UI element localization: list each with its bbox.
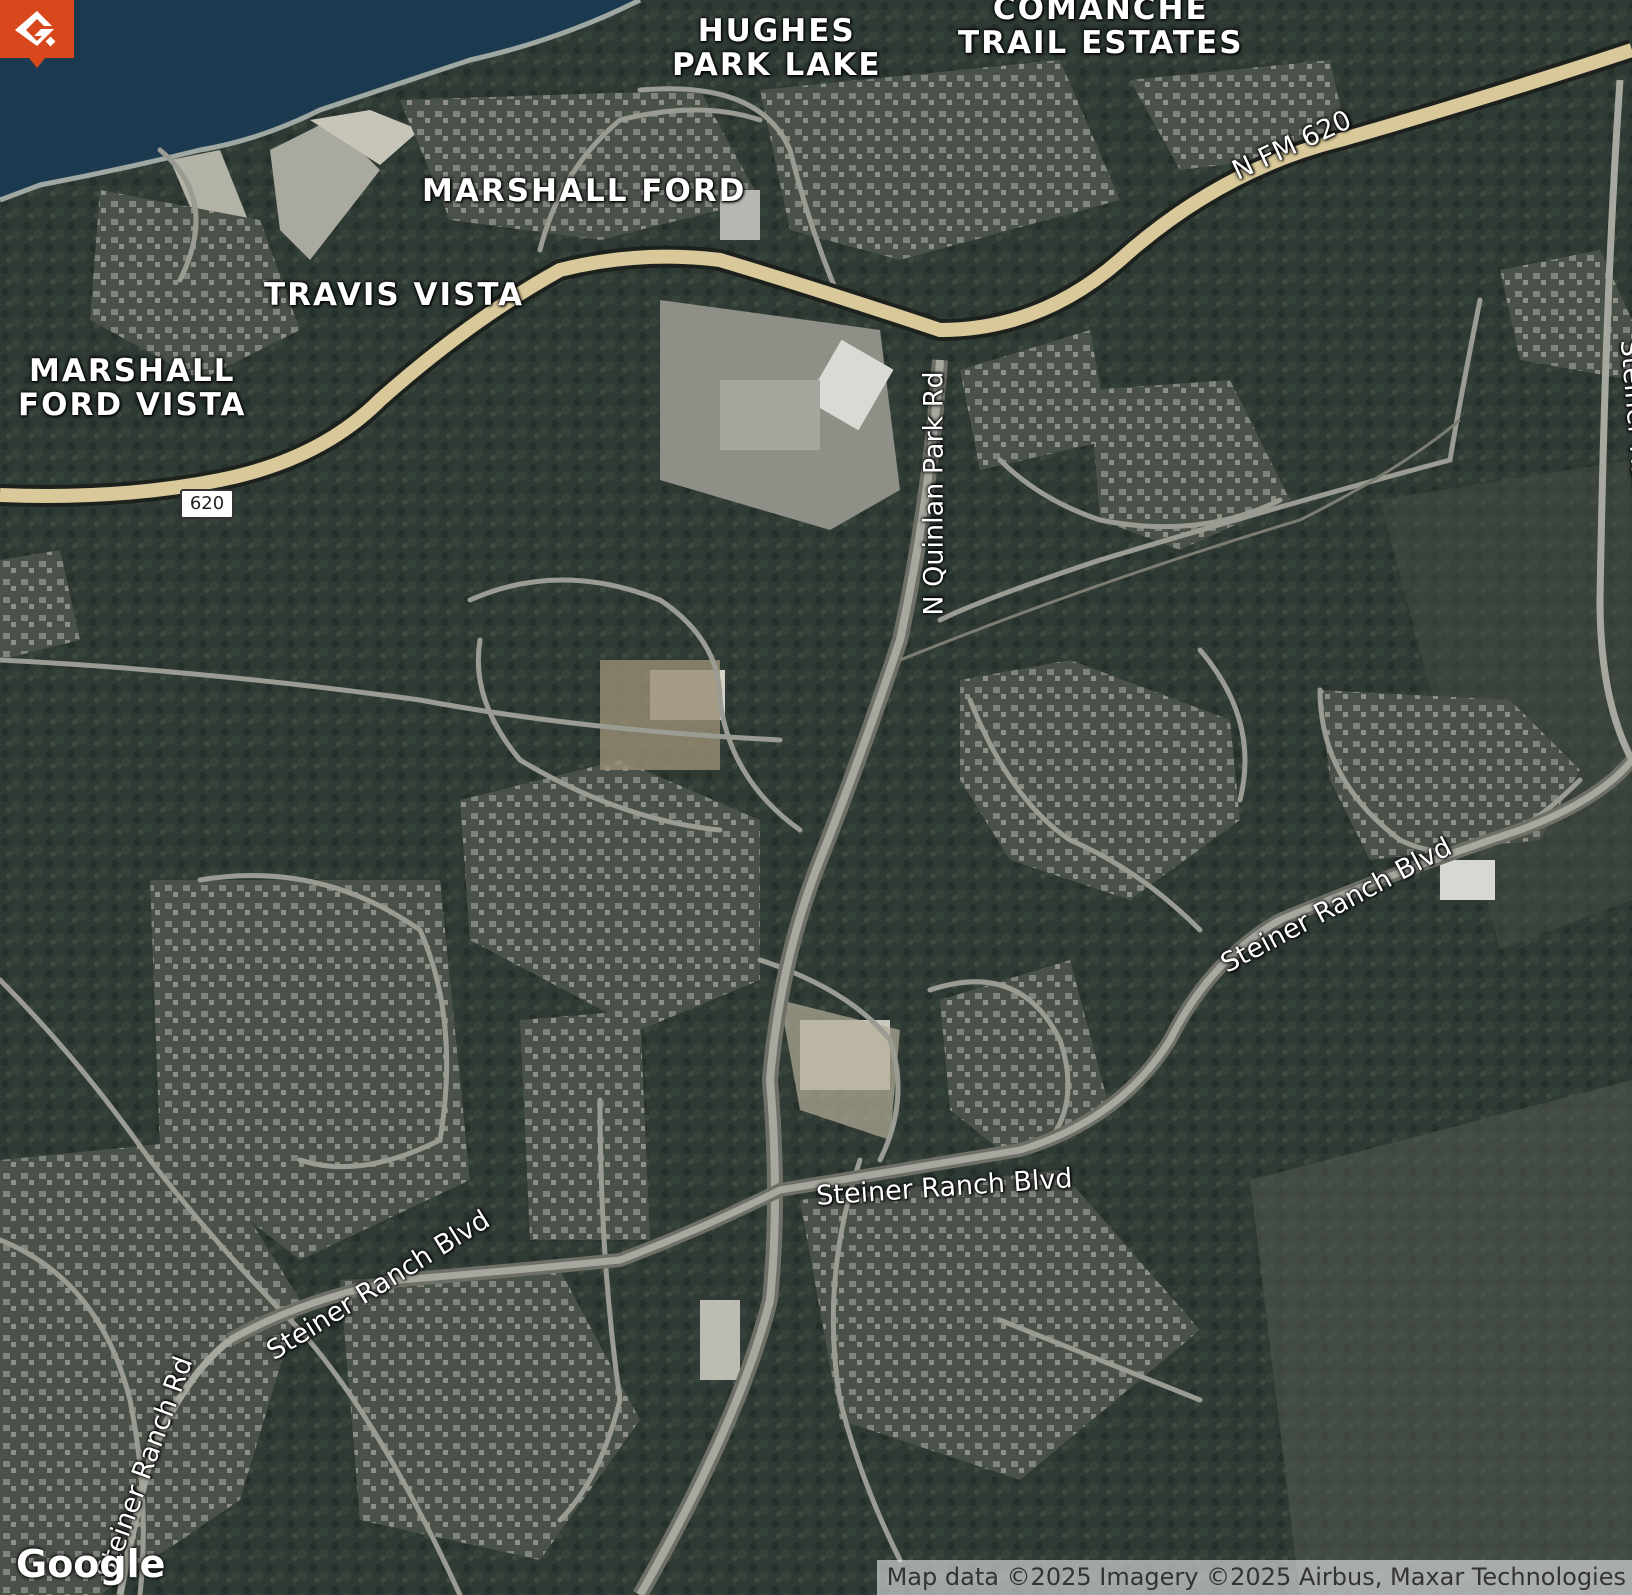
place-label-line: MARSHALL: [29, 353, 236, 389]
place-label-line: TRAIL ESTATES: [958, 25, 1244, 61]
place-label-line: COMANCHE: [992, 0, 1209, 27]
google-logo: Google: [16, 1542, 166, 1586]
place-label-marshall-ford: MARSHALL FORD: [422, 174, 746, 208]
place-label-line: MARSHALL FORD: [422, 173, 747, 209]
place-label-line: PARK LAKE: [672, 47, 882, 83]
place-label-hughes-park-lake: HUGHES PARK LAKE: [672, 14, 882, 82]
place-label-comanche-trail-estates: COMANCHE TRAIL ESTATES: [958, 0, 1244, 60]
place-label-line: HUGHES: [697, 13, 856, 49]
place-label-marshall-ford-vista: MARSHALL FORD VISTA: [18, 354, 247, 422]
place-label-line: FORD VISTA: [18, 387, 247, 423]
minor-roads: [0, 86, 1583, 1595]
place-label-travis-vista: TRAVIS VISTA: [264, 278, 524, 312]
road-label-n-quinlan-park-rd: N Quinlan Park Rd: [918, 371, 950, 616]
commercial-area: [600, 190, 1495, 1380]
location-marker-icon[interactable]: [0, 0, 74, 68]
place-label-line: TRAVIS VISTA: [264, 277, 525, 313]
map-attribution[interactable]: Map data ©2025 Imagery ©2025 Airbus, Max…: [876, 1560, 1632, 1595]
highway-shield-620: 620: [180, 489, 234, 519]
neighborhoods: [0, 60, 1632, 1595]
